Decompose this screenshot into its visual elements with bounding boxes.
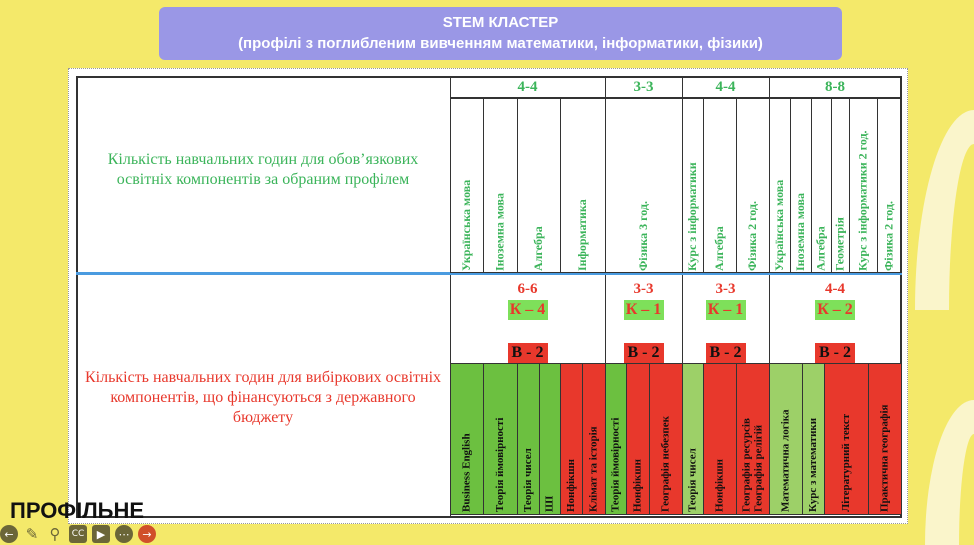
elective-subject: Теорія ймовірності	[494, 417, 506, 512]
elective-subject: ШІ	[543, 495, 556, 512]
mandatory-subject: Курс з інформатики	[685, 162, 699, 271]
elective-subject-cell	[868, 363, 902, 515]
mandatory-subject: Геометрія	[832, 217, 847, 271]
row-separator	[76, 272, 902, 275]
title-line-2: (профілі з поглибленим вивченням математ…	[238, 35, 763, 52]
mandatory-subject: Фізика 2 год.	[745, 201, 759, 271]
group-elective-hours: 6-6	[517, 281, 538, 297]
mandatory-subject: Українська мова	[772, 179, 786, 271]
compulsory-count: К – 1	[623, 300, 664, 320]
group-elective-hours: 4-4	[825, 281, 845, 297]
mandatory-subject: Алгебра	[712, 226, 726, 271]
mandatory-subject: Іноземна мова	[492, 192, 507, 271]
compulsory-count: К – 4	[507, 300, 548, 320]
more-icon[interactable]: ⋯	[115, 525, 133, 543]
elective-subject: Business English	[460, 433, 473, 512]
elective-subject-cell	[450, 363, 484, 515]
elective-subject: Теорія чисел	[522, 448, 534, 512]
group-header-cell	[769, 76, 902, 98]
elective-count: В - 2	[705, 343, 746, 363]
elective-subject-cell	[824, 363, 869, 515]
compulsory-count: К – 1	[705, 300, 746, 320]
presentation-toolbar: ← ✎ ⚲ CC ▶ ⋯ →	[0, 525, 156, 543]
elective-subject: Клімат та історія	[587, 426, 600, 512]
elective-subject-cell	[703, 363, 737, 515]
group-elective-hours: 3-3	[715, 281, 736, 297]
mandatory-subject-cell	[877, 98, 902, 273]
pen-icon[interactable]: ✎	[25, 525, 39, 543]
elective-count: В - 2	[815, 343, 855, 363]
group-hours: 8-8	[825, 79, 845, 95]
video-off-icon[interactable]: ▶	[92, 525, 110, 543]
mandatory-subject: Алгебра	[531, 226, 545, 271]
elective-subject: Нонфікшн	[713, 458, 726, 512]
mandatory-subject: Іноземна мова	[793, 192, 807, 271]
elective-subject: Географія небезпек	[659, 416, 672, 512]
elective-subject: Нонфікшн	[565, 458, 577, 512]
overlay-text: ПРОФІЛЬНЕ	[10, 498, 145, 523]
group-hours: 4-4	[517, 79, 538, 95]
elective-subject: Нонфікшн	[631, 458, 644, 512]
elective-subject: Курс з математики	[807, 417, 819, 512]
elective-subject: Географія ресурсів Географія релігій	[740, 418, 765, 512]
search-icon[interactable]: ⚲	[49, 525, 61, 543]
elective-label: Кількість навчальних годин для вибіркови…	[84, 369, 442, 426]
background-swoosh	[915, 110, 974, 310]
elective-subject-cell	[582, 363, 606, 515]
mandatory-subject: Українська мова	[459, 179, 473, 271]
compulsory-count: К – 2	[815, 300, 855, 320]
group-hours: 4-4	[715, 79, 736, 95]
elective-subject-cell	[736, 363, 770, 515]
mandatory-subject: Курс з інформатики 2 год.	[855, 130, 870, 271]
elective-subject: Літературний текст	[840, 413, 852, 512]
elective-subject: Теорія ймовірності	[609, 417, 622, 512]
mandatory-subject: Фізика 2 год.	[881, 201, 896, 271]
back-icon[interactable]: ←	[0, 525, 18, 543]
mandatory-label: Кількість навчальних годин для обов’язко…	[107, 151, 419, 188]
elective-subject: Теорія чисел	[686, 448, 699, 512]
mandatory-subject: Фізика 3 год.	[636, 201, 650, 271]
mandatory-subject: Інформатика	[575, 199, 589, 271]
group-hours: 3-3	[633, 79, 654, 95]
mandatory-subject: Алгебра	[813, 226, 828, 271]
elective-subject: Математична логіка	[779, 409, 792, 512]
slide-title: STEM КЛАСТЕР (профілі з поглибленим вивч…	[159, 7, 842, 60]
elective-subject-cell	[649, 363, 683, 515]
background-swoosh	[925, 400, 974, 545]
elective-subject-cell	[626, 363, 650, 515]
elective-subject: Практична географія	[878, 404, 891, 512]
elective-count: В - 2	[623, 343, 664, 363]
group-elective-hours: 3-3	[633, 281, 654, 297]
next-icon[interactable]: →	[138, 525, 156, 543]
cc-icon[interactable]: CC	[69, 525, 87, 543]
elective-count: В - 2	[507, 343, 548, 363]
title-line-1: STEM КЛАСТЕР	[442, 14, 559, 31]
